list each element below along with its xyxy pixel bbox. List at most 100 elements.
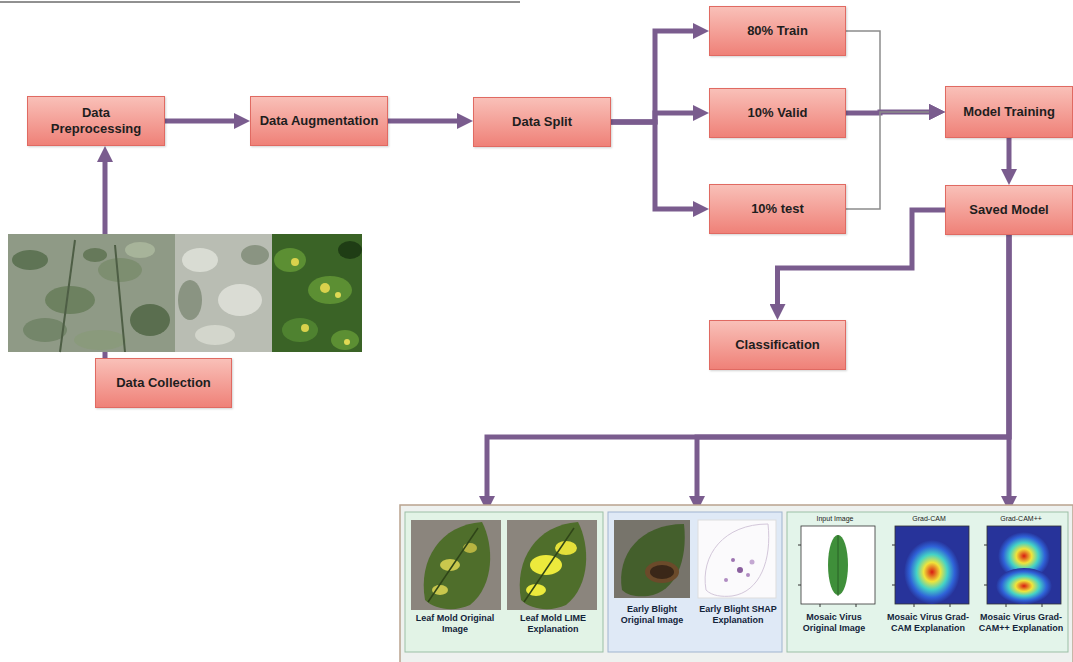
illustration-shape <box>724 578 728 582</box>
illustration-shape <box>705 524 769 596</box>
illustration-shape <box>308 276 352 304</box>
illustration-shape <box>175 234 272 352</box>
image-caption: Grad-CAM++ <box>981 515 1061 523</box>
illustration-shape <box>8 234 175 352</box>
illustration-shape <box>218 284 262 316</box>
illustration-shape <box>731 558 735 562</box>
illustration-shape <box>60 240 75 352</box>
illustration-shape <box>115 245 125 352</box>
illustration-shape <box>608 512 782 652</box>
illustration-shape <box>996 568 1052 604</box>
illustration-shape <box>507 520 597 610</box>
illustration-shape <box>83 248 107 262</box>
flow-arrow <box>1007 138 1012 169</box>
illustration-shape <box>987 526 1061 604</box>
illustration-shape <box>274 248 306 272</box>
illustration-shape <box>530 555 562 575</box>
illustration-shape <box>424 522 490 609</box>
box-label: Data Split <box>512 114 572 130</box>
box-label: 10% test <box>751 201 804 217</box>
input-image-plot <box>798 526 875 607</box>
illustration-shape <box>621 524 685 596</box>
image-caption: Early Blight Original Image <box>610 604 694 626</box>
illustration-shape <box>895 526 969 604</box>
box-label: 10% Valid <box>748 105 808 121</box>
illustration-shape <box>904 540 960 604</box>
image-caption: Early Blight SHAP Explanation <box>696 604 780 626</box>
shap-image <box>698 520 776 598</box>
illustration-shape <box>405 512 603 652</box>
illustration-shape <box>746 573 750 577</box>
illustration-shape <box>272 234 362 352</box>
illustration-shape <box>282 318 318 342</box>
illustration-shape <box>411 520 501 610</box>
box-label: Data Collection <box>116 375 211 391</box>
illustration-shape <box>400 505 1073 662</box>
illustration-shape <box>125 242 155 258</box>
illustration-shape <box>614 520 690 598</box>
flow-arrow <box>697 235 1009 496</box>
illustration-shape <box>914 604 915 607</box>
illustration-shape <box>737 567 743 573</box>
illustration-shape <box>801 526 875 604</box>
process-box: Data Collection <box>95 358 232 408</box>
illustration-shape <box>291 258 299 266</box>
illustration-shape <box>331 330 359 350</box>
illustration-shape <box>892 585 895 586</box>
illustration-shape <box>45 286 95 314</box>
illustration-shape <box>838 535 839 596</box>
illustration-shape <box>1006 604 1007 607</box>
grad-cam-plus-plot <box>984 526 1061 607</box>
image-caption: Leaf Mold LIME Explanation <box>505 613 601 635</box>
lime-image <box>507 520 597 610</box>
illustration-shape <box>892 545 895 546</box>
process-box: Data Split <box>473 97 611 147</box>
illustration-shape <box>820 604 821 607</box>
box-label: Model Training <box>963 104 1055 120</box>
image-caption: Mosaic Virus Grad-CAM Explanation <box>882 612 974 634</box>
illustration-shape <box>828 535 848 595</box>
illustration-shape <box>650 565 674 579</box>
flow-arrow <box>611 122 693 209</box>
illustration-shape <box>798 545 801 546</box>
illustration-shape <box>178 280 202 320</box>
illustration-shape <box>182 248 218 272</box>
image-caption: Grad-CAM <box>889 515 969 523</box>
illustration-shape <box>12 250 48 270</box>
image-caption: Leaf Mold Original Image <box>407 613 503 635</box>
illustration-shape <box>984 585 987 586</box>
process-box: Classification <box>709 320 846 370</box>
illustration-shape <box>320 283 330 293</box>
flow-arrow <box>165 119 234 124</box>
illustration-shape <box>984 545 987 546</box>
illustration-shape <box>23 318 67 342</box>
box-label: Data Augmentation <box>260 113 379 129</box>
explanation-panel <box>400 505 1073 662</box>
illustration-shape <box>195 325 235 345</box>
image-caption: Mosaic Virus Grad-CAM++ Explanation <box>975 612 1067 634</box>
process-box: 80% Train <box>709 6 846 56</box>
illustration-shape <box>520 522 586 609</box>
illustration-shape <box>698 520 776 598</box>
leaf-mold-image <box>411 520 501 610</box>
illustration-shape <box>338 241 362 259</box>
process-box: Data Preprocessing <box>27 96 165 146</box>
image-caption: Mosaic Virus Original Image <box>789 612 879 634</box>
image-caption: Input Image <box>795 515 875 523</box>
explanation-panel: Early Blight Original ImageEarly Blight … <box>608 512 782 652</box>
process-box: 10% Valid <box>709 88 846 138</box>
box-label: 80% Train <box>747 23 808 39</box>
flow-arrow <box>487 235 1009 496</box>
explanation-panel: Input Image Grad-CAM Grad-CAM++ Mosaic Viru… <box>787 512 1068 652</box>
illustration-shape <box>856 604 857 607</box>
field-photo <box>8 234 362 352</box>
process-box: 10% test <box>709 184 846 234</box>
illustration-shape <box>555 541 577 555</box>
illustration-shape <box>645 561 679 583</box>
page-rule <box>0 2 520 3</box>
process-box: Model Training <box>945 86 1073 138</box>
flow-arrow <box>388 119 457 124</box>
illustration-shape <box>787 512 1068 652</box>
